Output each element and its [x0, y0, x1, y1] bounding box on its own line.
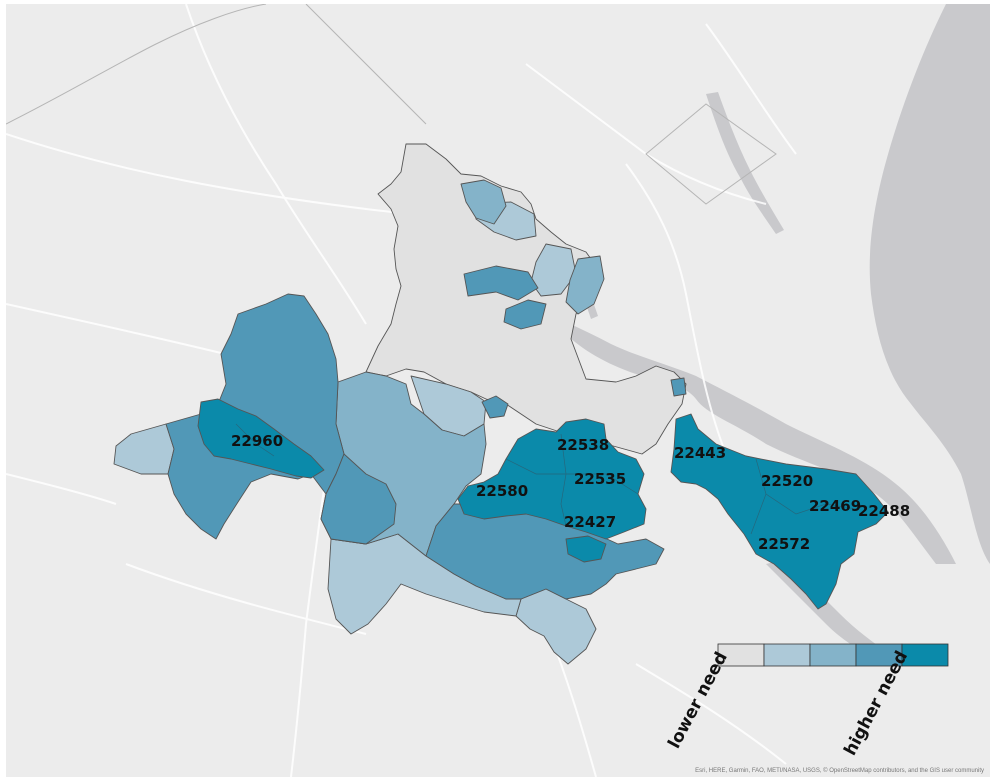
map-frame[interactable]: 22960 22538 22443 22535 22580 22520 2246… [6, 4, 990, 777]
region-southwest-dark [320, 453, 397, 545]
region-22427-south [565, 535, 607, 563]
zip-label-22443: 22443 [674, 444, 726, 462]
zip-label-22520: 22520 [761, 472, 813, 490]
zip-label-22572: 22572 [758, 535, 810, 553]
zip-label-22960: 22960 [231, 432, 283, 450]
zip-regions[interactable] [113, 143, 889, 665]
zip-label-22427: 22427 [564, 513, 616, 531]
region-22580-22538-22535-22427 [457, 418, 647, 540]
map-attribution: Esri, HERE, Garmin, FAO, METI/NASA, USGS… [695, 768, 984, 774]
zip-label-22535: 22535 [574, 470, 626, 488]
region-northern-neck [670, 413, 889, 610]
region-north-dark-1 [463, 265, 539, 301]
zip-label-22538: 22538 [557, 436, 609, 454]
zip-labels: 22960 22538 22443 22535 22580 22520 2246… [231, 432, 910, 553]
patuxent-river [706, 92, 784, 234]
legend-swatch-2 [763, 643, 811, 667]
region-northern-lowest [365, 143, 687, 455]
zip-label-22580: 22580 [476, 482, 528, 500]
zip-label-22469: 22469 [809, 497, 861, 515]
region-north-dark-2 [503, 299, 547, 330]
legend-swatch-3 [809, 643, 857, 667]
region-north-light-2 [530, 243, 577, 297]
legend-swatch-5 [901, 643, 949, 667]
region-north-medium [460, 179, 507, 225]
zip-internal-boundaries [235, 423, 857, 535]
region-east-dark-small [670, 377, 687, 397]
region-22960 [197, 398, 325, 479]
state-boundaries [6, 4, 777, 205]
need-map[interactable]: 22960 22538 22443 22535 22580 22520 2246… [6, 4, 990, 777]
potomac-river [566, 322, 956, 564]
zip-label-22488: 22488 [858, 502, 910, 520]
region-small-dark [481, 395, 509, 419]
legend [717, 643, 949, 667]
region-north-medium-2 [565, 255, 605, 315]
chesapeake-bay [869, 4, 990, 564]
